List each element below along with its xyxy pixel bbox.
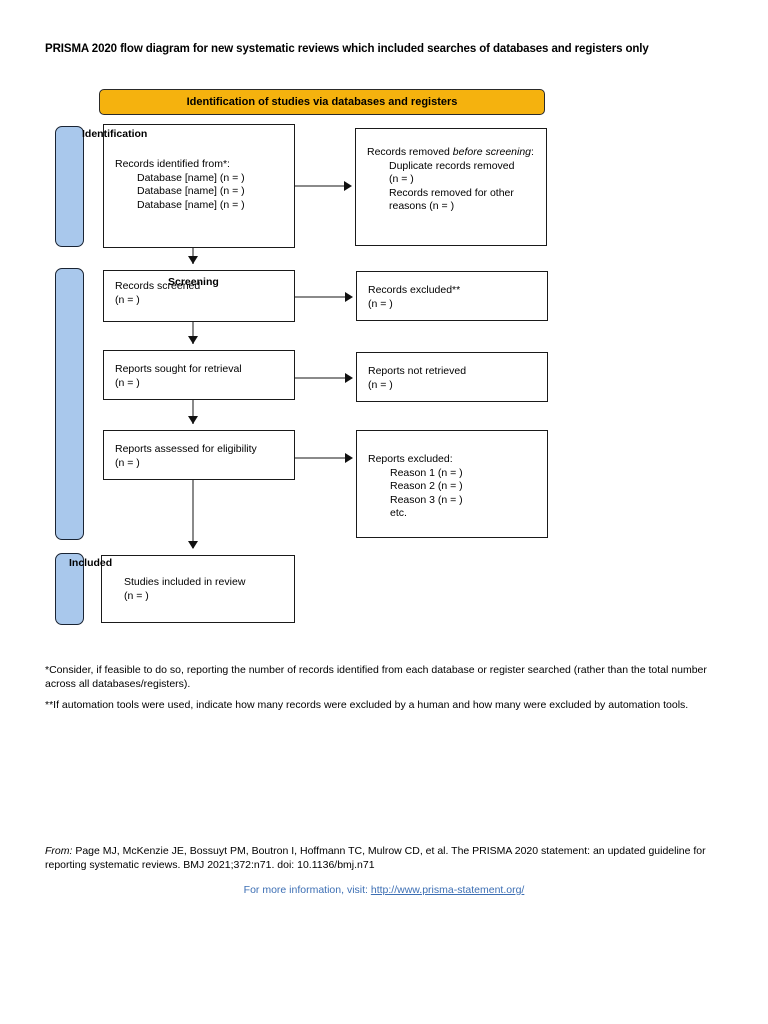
connector-line-screened-to-sought: [192, 322, 194, 344]
box-reports-not-retrieved: Reports not retrieved (n = ): [356, 352, 548, 402]
arrow-down-icon-to-assessed: [188, 416, 198, 424]
footnote-consider: *Consider, if feasible to do so, reporti…: [45, 664, 707, 690]
prisma-statement-link[interactable]: http://www.prisma-statement.org/: [370, 884, 525, 896]
records-removed-other: Records removed for other: [389, 186, 514, 199]
connector-line-sought-to-not-retrieved: [295, 377, 346, 379]
arrow-down-icon-to-included: [188, 541, 198, 549]
records-screened-heading: Records screened: [115, 280, 201, 292]
reports-not-retrieved-count: (n = ): [368, 378, 393, 391]
connector-line-assessed-to-reports-excluded: [295, 457, 346, 459]
citation-from-label: From:: [45, 845, 73, 857]
phase-label-screening: Screening: [168, 276, 219, 288]
reports-excluded-heading: Reports excluded:: [368, 453, 453, 465]
arrow-down-icon-to-sought: [188, 336, 198, 344]
connector-line-sought-to-assessed: [192, 400, 194, 424]
reports-sought-count: (n = ): [115, 376, 140, 389]
box-reports-assessed: Reports assessed for eligibility (n = ): [103, 430, 295, 480]
phase-tab-screening: [55, 268, 84, 540]
arrow-right-icon-to-removed: [344, 181, 352, 191]
box-reports-sought: Reports sought for retrieval (n = ): [103, 350, 295, 400]
connector-line-screened-to-excluded: [295, 296, 346, 298]
box-records-identified: Records identified from*: Database [name…: [103, 124, 295, 248]
arrow-right-icon-to-excluded: [345, 292, 353, 302]
reports-excluded-reason-1: Reason 1 (n = ): [390, 466, 463, 479]
records-removed-duplicate-count: (n = ): [389, 173, 414, 186]
more-information-prefix: For more information, visit:: [243, 884, 371, 896]
connector-line-identified-to-removed: [295, 185, 345, 187]
reports-assessed-count: (n = ): [115, 456, 140, 469]
arrow-down-icon-to-screened: [188, 256, 198, 264]
reports-not-retrieved-heading: Reports not retrieved: [368, 365, 467, 377]
reports-assessed-heading: Reports assessed for eligibility: [115, 443, 257, 455]
banner-label: Identification of studies via databases …: [186, 96, 458, 108]
reports-excluded-reason-3: Reason 3 (n = ): [390, 493, 463, 506]
connector-line-assessed-to-included: [192, 480, 194, 548]
more-information: For more information, visit: http://www.…: [0, 884, 768, 896]
phase-tab-identification: [55, 126, 84, 247]
records-identified-database-1: Database [name] (n = ): [137, 171, 245, 184]
box-studies-included: Studies included in review (n = ): [101, 555, 295, 623]
records-screened-count: (n = ): [115, 293, 140, 306]
box-reports-excluded: Reports excluded: Reason 1 (n = ) Reason…: [356, 430, 548, 538]
citation-text: Page MJ, McKenzie JE, Bossuyt PM, Boutro…: [45, 845, 706, 871]
arrow-right-icon-to-not-retrieved: [345, 373, 353, 383]
records-removed-heading-post: :: [531, 146, 534, 158]
records-identified-database-3: Database [name] (n = ): [137, 198, 245, 211]
records-removed-heading-italic: before screening: [452, 146, 532, 158]
identification-banner: Identification of studies via databases …: [99, 89, 545, 115]
phase-label-identification: Identification: [82, 128, 148, 140]
box-records-removed: Records removed before screening: Duplic…: [355, 128, 547, 246]
phase-label-included: Included: [69, 557, 113, 569]
records-excluded-heading: Records excluded**: [368, 284, 461, 296]
reports-excluded-etc: etc.: [390, 507, 407, 520]
studies-included-heading: Studies included in review: [124, 576, 246, 588]
records-removed-heading-pre: Records removed: [367, 146, 453, 158]
citation: From: Page MJ, McKenzie JE, Bossuyt PM, …: [45, 845, 723, 872]
phase-tab-included: [55, 553, 84, 625]
footnote-automation: **If automation tools were used, indicat…: [45, 699, 689, 711]
box-records-screened: Records screened (n = ): [103, 270, 295, 322]
records-removed-other-count: reasons (n = ): [389, 200, 455, 213]
records-identified-database-2: Database [name] (n = ): [137, 185, 245, 198]
reports-sought-heading: Reports sought for retrieval: [115, 363, 242, 375]
box-records-excluded: Records excluded** (n = ): [356, 271, 548, 321]
page-title: PRISMA 2020 flow diagram for new systema…: [45, 43, 649, 55]
studies-included-count: (n = ): [124, 589, 149, 602]
records-removed-duplicate: Duplicate records removed: [389, 159, 515, 172]
arrow-right-icon-to-reports-excluded: [345, 453, 353, 463]
records-identified-heading: Records identified from*:: [115, 158, 230, 170]
reports-excluded-reason-2: Reason 2 (n = ): [390, 480, 463, 493]
records-excluded-count: (n = ): [368, 297, 393, 310]
